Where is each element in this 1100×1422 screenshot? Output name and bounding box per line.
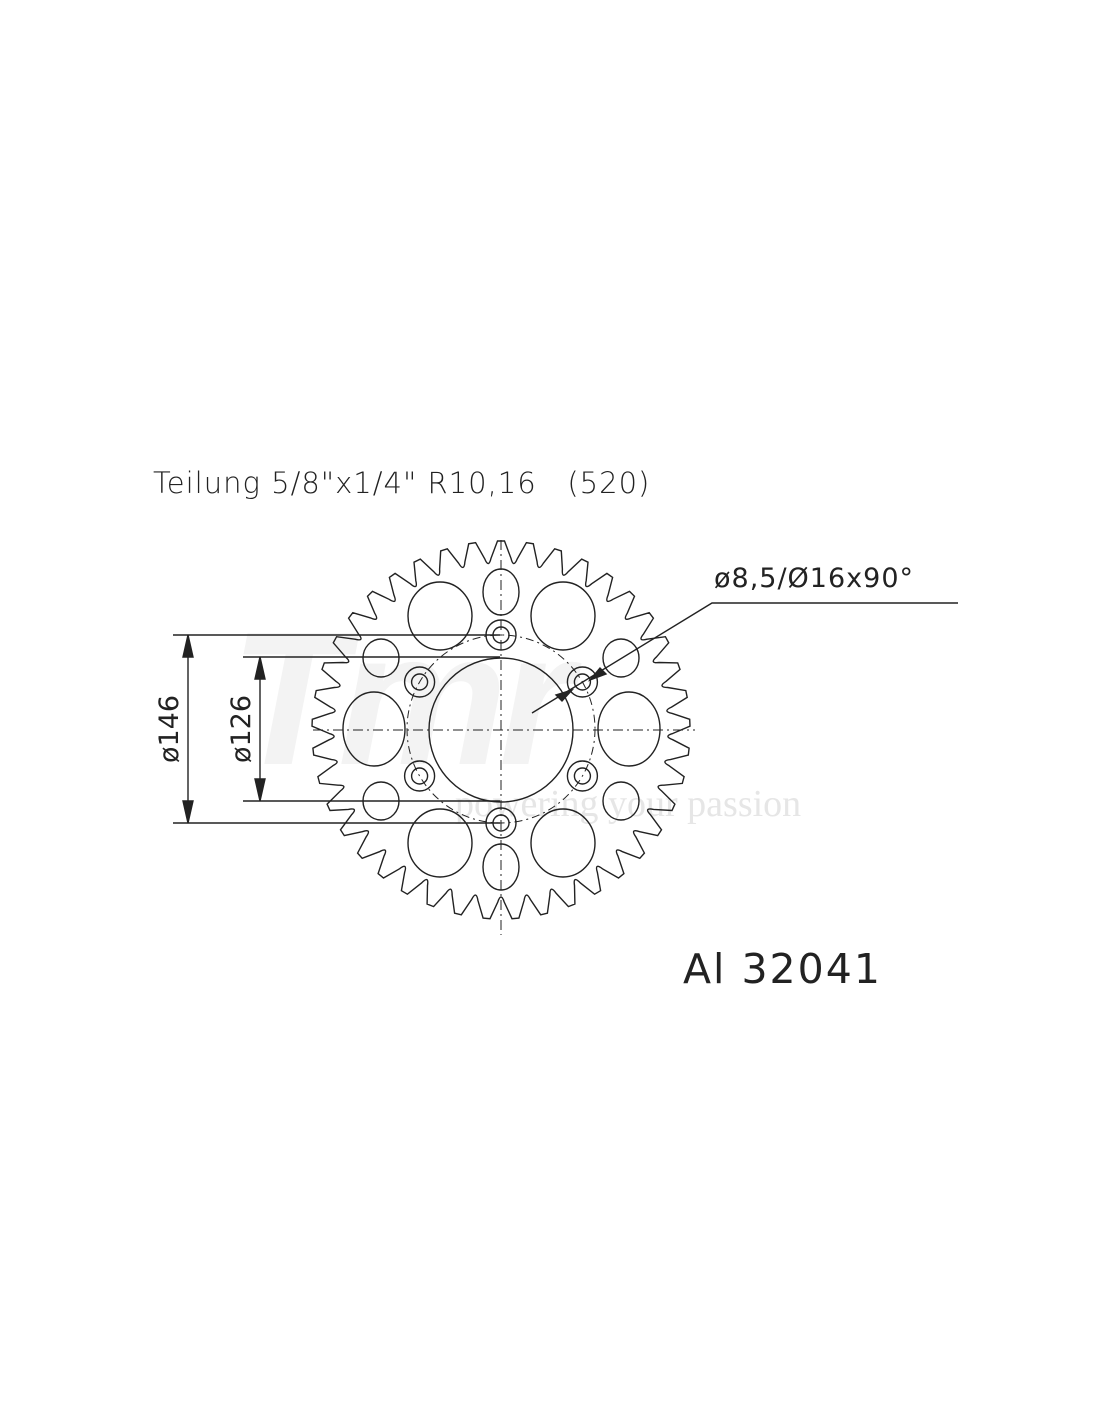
bolt-hole	[410, 673, 429, 691]
callout-leader	[531, 602, 958, 714]
center-lines	[313, 540, 695, 935]
bolt-hole	[573, 767, 592, 785]
dimension-146	[173, 634, 500, 824]
bolt-hole	[403, 666, 436, 698]
bolt-hole	[573, 673, 592, 691]
bolt-hole	[566, 760, 599, 792]
dim-146-label: ø146	[154, 695, 185, 763]
sprocket-outline	[311, 540, 691, 920]
dimension-126	[243, 656, 500, 802]
bolt-hole	[403, 760, 436, 792]
dim-126-label: ø126	[226, 695, 257, 763]
pitch-title: Teilung 5/8"x1/4" R10,16 (520)	[153, 466, 651, 500]
watermark-logo: Tmr	[230, 593, 573, 805]
hole-callout: ø8,5/Ø16x90°	[714, 563, 914, 594]
part-number: Al 32041	[683, 945, 882, 993]
bolt-hole	[410, 767, 429, 785]
bolt-hole	[566, 666, 599, 698]
